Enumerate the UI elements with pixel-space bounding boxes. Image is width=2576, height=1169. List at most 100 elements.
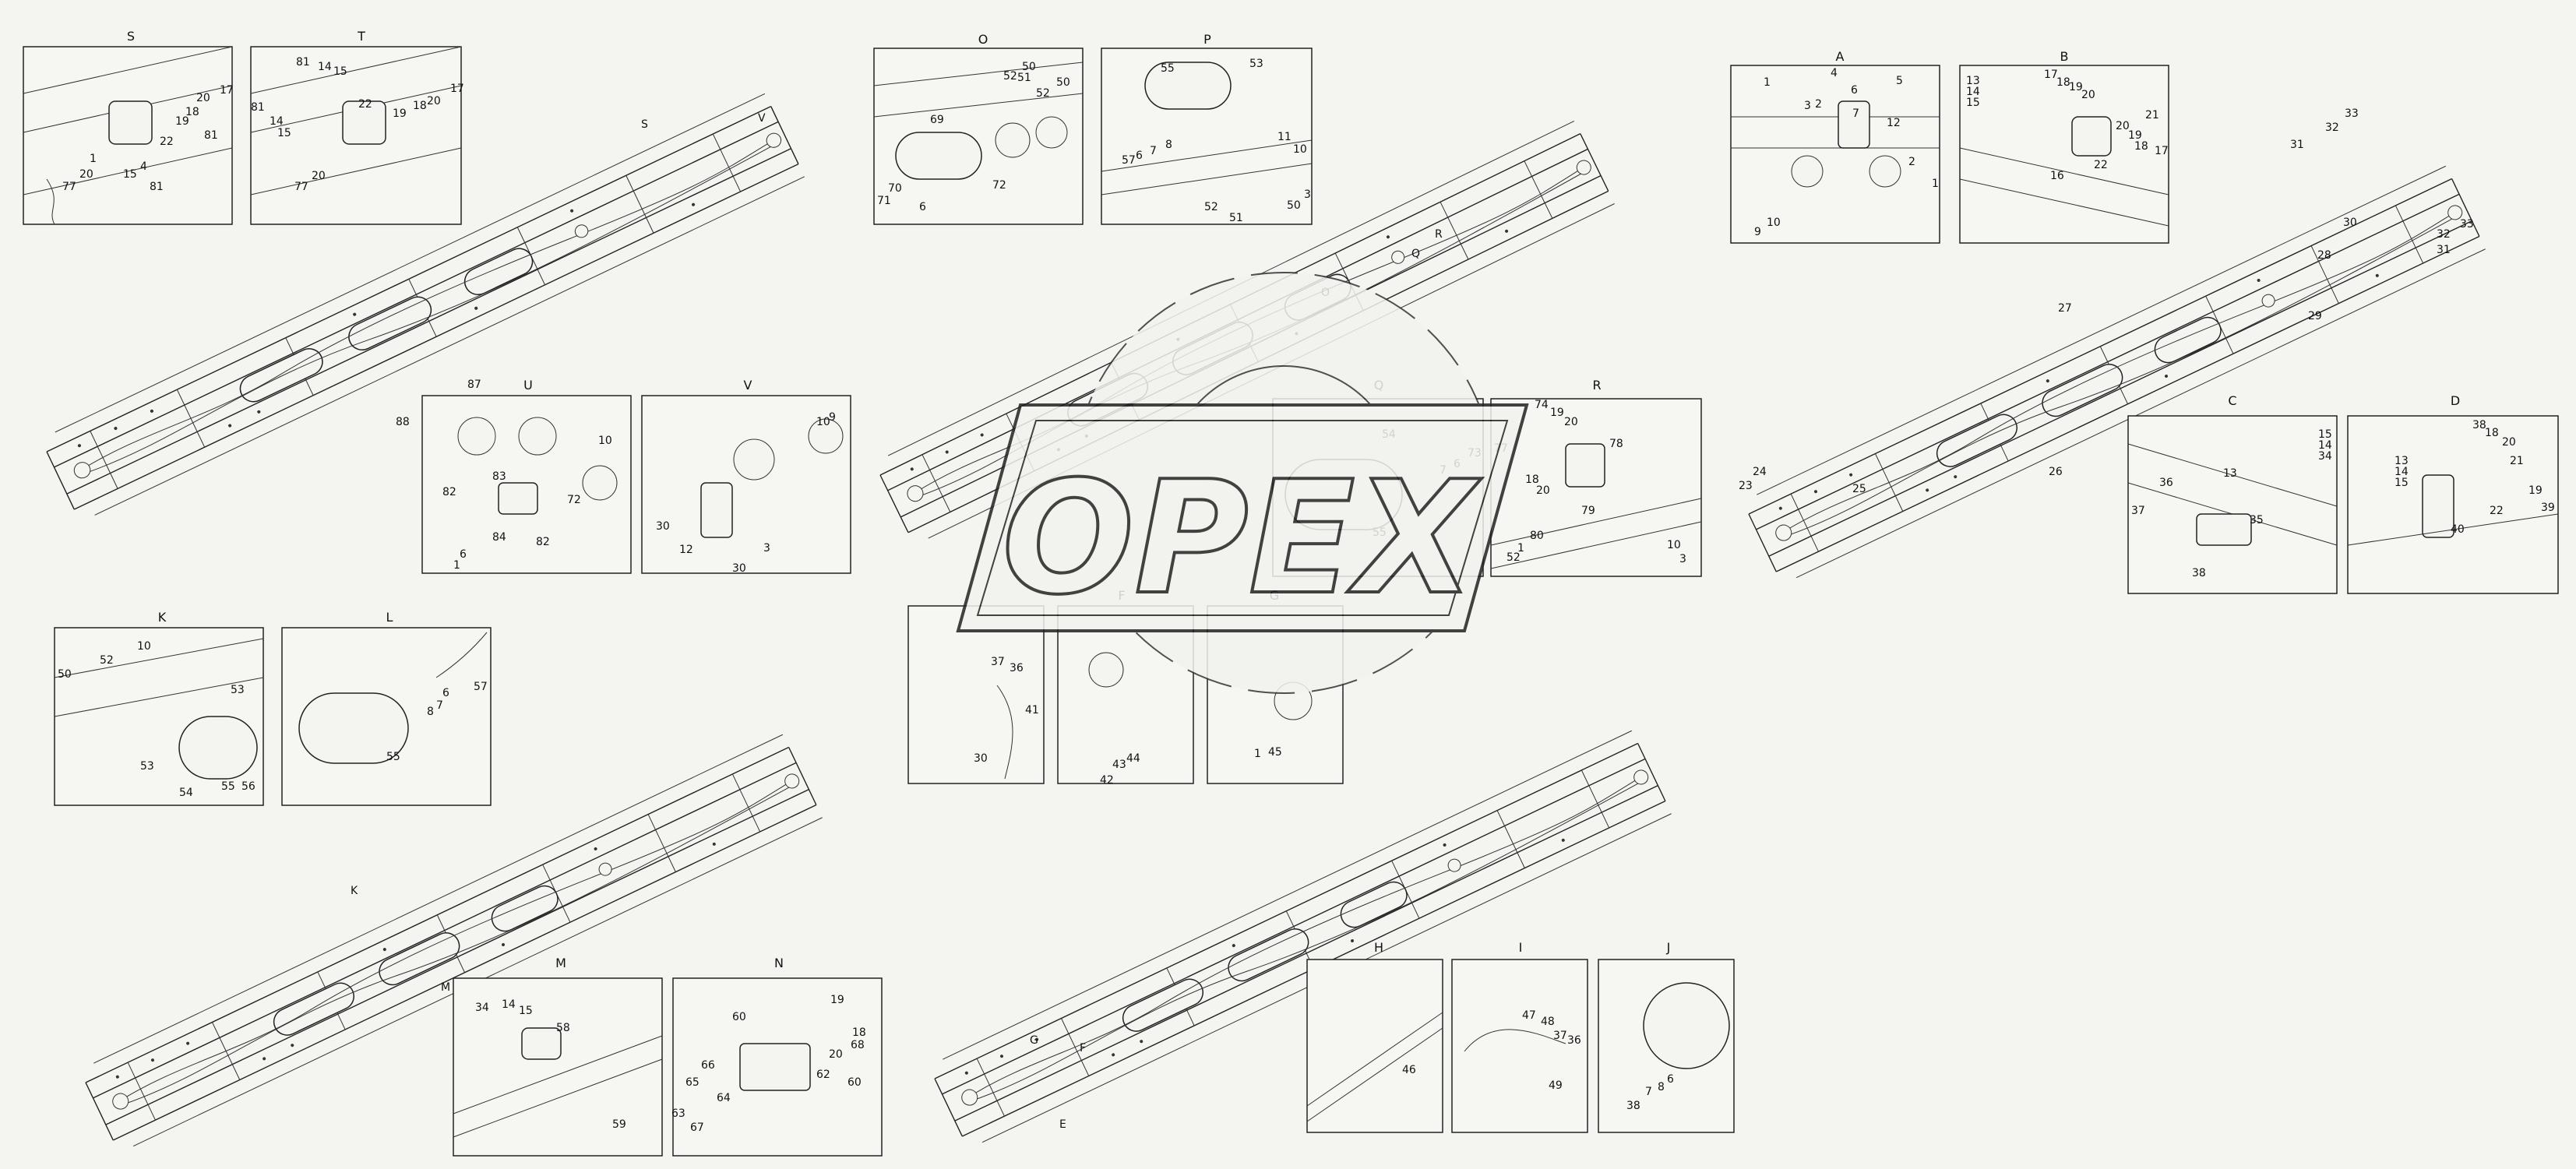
label-B-2: 15 xyxy=(1966,97,1980,109)
label-L-4: 8 xyxy=(427,706,434,718)
label-N-3: 68 xyxy=(851,1039,865,1051)
label-J-3: 6 xyxy=(1667,1073,1674,1086)
label-O-3: 50 xyxy=(1056,76,1070,89)
label-F-3: 30 xyxy=(974,752,988,765)
label-K-3: 53 xyxy=(231,684,245,696)
label-T-12: 77 xyxy=(294,181,308,193)
label-T-2: 15 xyxy=(333,65,347,78)
panel-title-L: L xyxy=(386,610,393,625)
label-P-2: 57 xyxy=(1122,154,1136,167)
label-U-0: 10 xyxy=(598,435,612,447)
label-S-1: 20 xyxy=(196,92,210,104)
label-V-3: 12 xyxy=(679,544,693,556)
label-A-3: 2 xyxy=(1815,98,1822,111)
detail-panel-J: J 38 7 8 6 xyxy=(1598,940,1735,1133)
label-A-1: 4 xyxy=(1831,67,1838,79)
label-R-9: 52 xyxy=(1506,551,1521,564)
callout-23: 23 xyxy=(1739,480,1753,492)
label-K-4: 53 xyxy=(140,760,154,773)
panel-title-V: V xyxy=(744,378,752,393)
callout-R: R xyxy=(1435,228,1443,241)
label-N-8: 65 xyxy=(685,1076,700,1089)
panel-title-O: O xyxy=(978,32,988,47)
callout-M: M xyxy=(441,981,450,994)
opex-watermark: OPEX xyxy=(956,272,1529,694)
label-J-0: 38 xyxy=(1626,1100,1640,1112)
label-I-0: 47 xyxy=(1522,1009,1536,1022)
label-O-6: 69 xyxy=(930,114,944,126)
label-D-6: 21 xyxy=(2510,455,2524,467)
detail-panel-H: H 46 xyxy=(1306,940,1443,1133)
label-K-5: 54 xyxy=(179,787,193,799)
detail-panel-U: U 10 82 83 84 82 72 6 1 xyxy=(421,378,632,574)
label-T-1: 14 xyxy=(318,61,332,73)
label-R-7: 79 xyxy=(1581,505,1595,517)
label-D-1: 18 xyxy=(2485,427,2499,439)
label-C-6: 35 xyxy=(2250,514,2264,526)
label-D-7: 22 xyxy=(2490,505,2504,517)
label-B-7: 21 xyxy=(2145,109,2159,121)
label-T-0: 81 xyxy=(296,56,310,69)
label-A-4: 3 xyxy=(1804,100,1811,112)
label-B-0: 13 xyxy=(1966,75,1980,87)
label-S-10: 4 xyxy=(140,160,147,173)
label-N-7: 64 xyxy=(717,1092,731,1104)
label-S-4: 22 xyxy=(160,136,174,148)
panel-title-R: R xyxy=(1592,378,1601,393)
label-T-7: 20 xyxy=(427,95,441,107)
label-T-8: 81 xyxy=(251,101,265,114)
callout-K: K xyxy=(351,885,358,897)
panel-title-T: T xyxy=(357,29,365,44)
label-S-7: 20 xyxy=(79,168,93,181)
label-V-2: 30 xyxy=(656,520,670,533)
label-R-12: 3 xyxy=(1679,553,1686,565)
label-J-2: 8 xyxy=(1658,1081,1665,1093)
callout-25: 25 xyxy=(1852,483,1866,495)
label-N-4: 20 xyxy=(829,1048,843,1061)
label-R-6: 20 xyxy=(1536,484,1550,497)
panel-title-N: N xyxy=(774,956,784,970)
label-S-5: 81 xyxy=(204,129,218,142)
callout-31: 31 xyxy=(2290,139,2304,151)
label-T-9: 14 xyxy=(270,115,284,128)
label-R-11: 10 xyxy=(1667,539,1681,551)
label-T-4: 22 xyxy=(358,98,372,111)
callout-V: V xyxy=(758,112,766,125)
label-C-1: 14 xyxy=(2318,439,2332,452)
label-P-9: 51 xyxy=(1229,212,1243,224)
label-A-0: 1 xyxy=(1764,76,1771,89)
label-P-4: 7 xyxy=(1150,145,1157,157)
label-A-5: 6 xyxy=(1851,84,1858,97)
panel-title-J: J xyxy=(1666,940,1671,955)
label-U-7: 1 xyxy=(453,559,460,572)
label-L-1: 57 xyxy=(474,681,488,693)
label-B-4: 18 xyxy=(2056,76,2070,89)
label-I-2: 37 xyxy=(1553,1030,1567,1042)
callout-88: 88 xyxy=(396,416,410,428)
label-G-3: 43 xyxy=(1112,759,1126,771)
detail-panel-P: P 55 53 57 6 7 8 11 10 52 51 50 3 xyxy=(1101,32,1313,225)
label-B-13: 17 xyxy=(2155,145,2169,157)
panel-title-A: A xyxy=(1836,49,1845,64)
callout-30: 30 xyxy=(2343,217,2357,229)
label-G-2: 42 xyxy=(1100,774,1114,787)
watermark-text: OPEX xyxy=(1002,448,1482,629)
label-O-8: 72 xyxy=(992,179,1006,192)
label-D-9: 39 xyxy=(2541,502,2555,514)
chassis-view-1: S V 87 88 xyxy=(40,93,805,523)
label-P-11: 3 xyxy=(1304,188,1311,201)
label-U-4: 82 xyxy=(536,536,550,548)
label-V-4: 30 xyxy=(732,562,746,575)
label-B-6: 20 xyxy=(2081,89,2095,101)
detail-panel-D: D 38 18 20 13 14 15 21 22 19 39 40 xyxy=(2347,393,2559,594)
label-O-7: 70 xyxy=(888,182,902,195)
chassis-view-5: G F E xyxy=(928,730,1672,1150)
label-H-0: 46 xyxy=(1402,1064,1416,1076)
label-L-3: 7 xyxy=(436,699,443,712)
label-L-0: 55 xyxy=(386,751,400,763)
panel-title-U: U xyxy=(523,378,533,393)
label-R-8: 1 xyxy=(1517,542,1524,555)
label-O-9: 6 xyxy=(919,201,926,213)
detail-panel-S: S 17 20 18 19 22 81 15 20 77 81 4 1 xyxy=(23,29,234,225)
